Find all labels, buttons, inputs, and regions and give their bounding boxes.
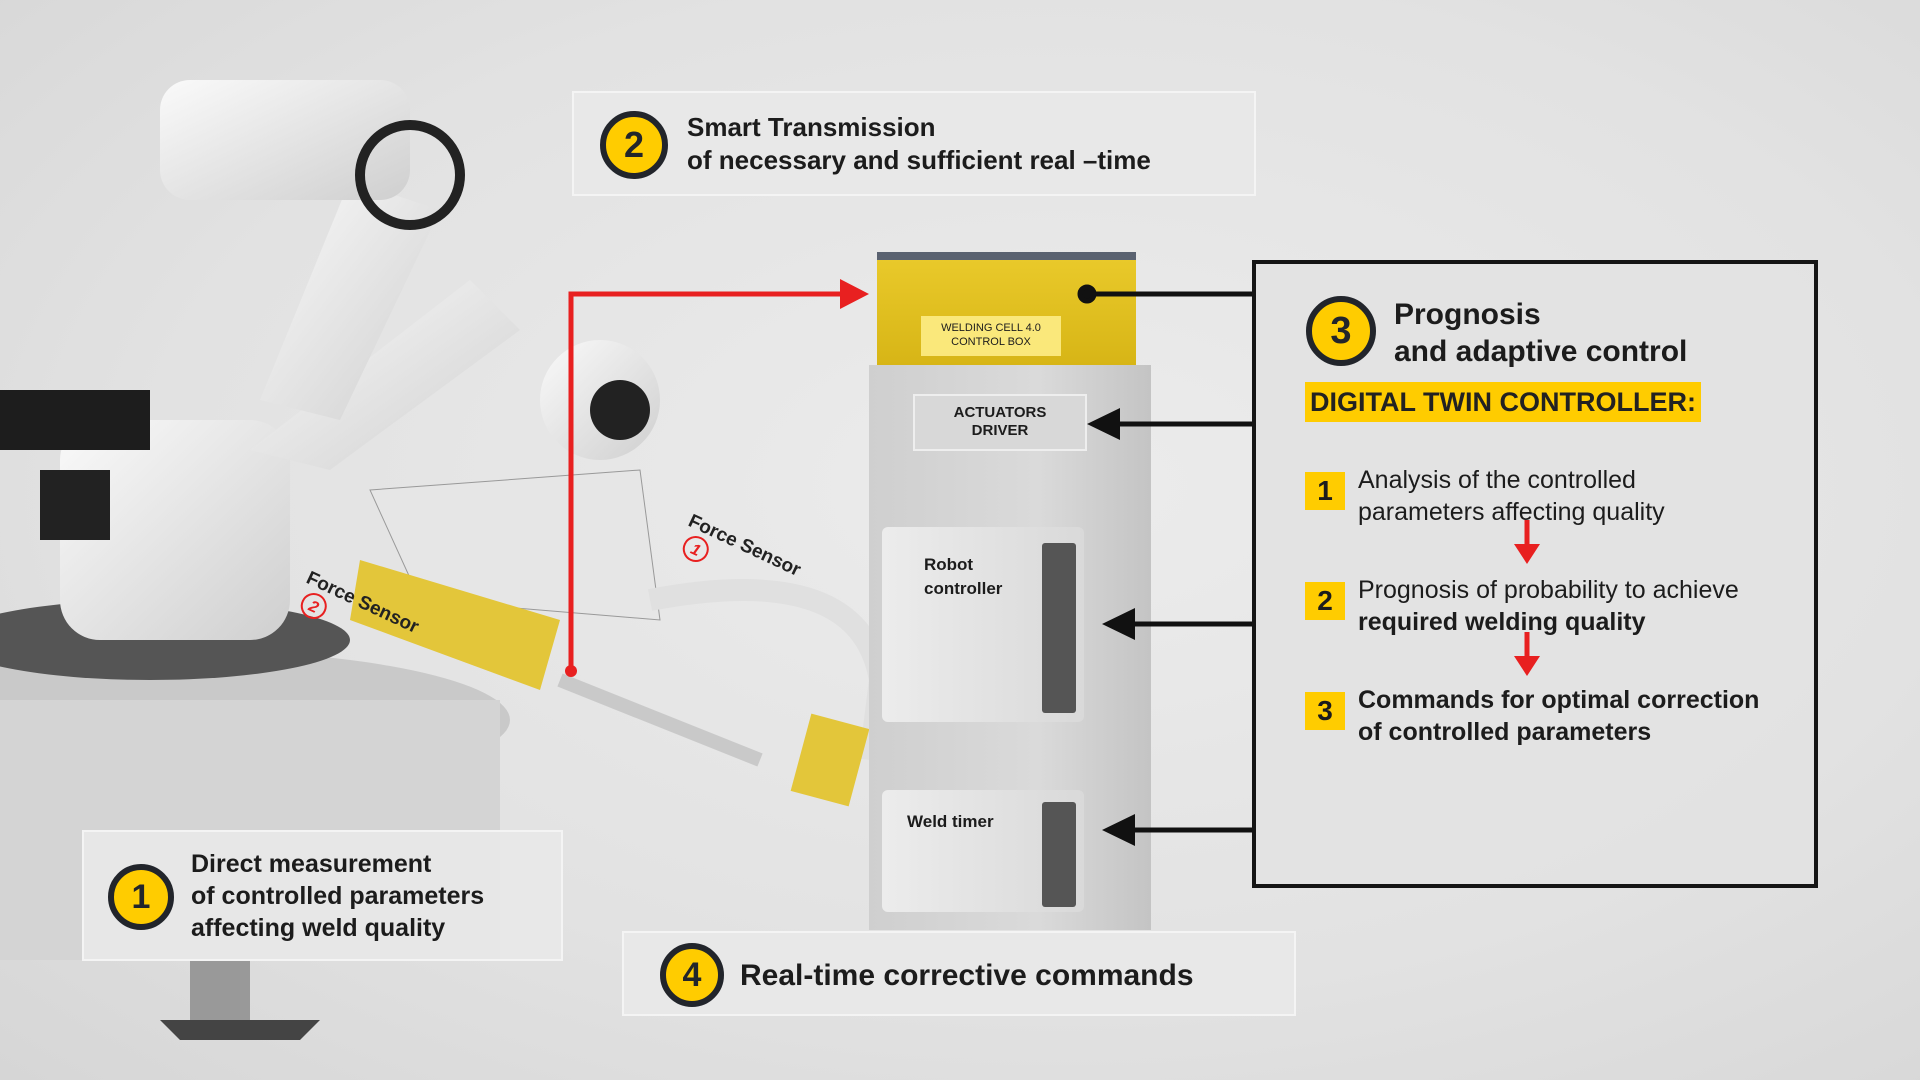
- step1-badge: 1: [108, 864, 174, 930]
- step4-panel: 4 Real-time corrective commands: [622, 931, 1296, 1016]
- step4-title: Real-time corrective commands: [740, 959, 1194, 992]
- digital-twin-banner: DIGITAL TWIN CONTROLLER:: [1305, 382, 1701, 422]
- down-arrow-icon: [1514, 520, 1540, 564]
- actuators-driver: ACTUATORS DRIVER: [913, 394, 1087, 451]
- control-box-label: WELDING CELL 4.0 CONTROL BOX: [921, 316, 1061, 356]
- robot-controller: Robot controller: [882, 527, 1084, 722]
- down-arrow-icon: [1514, 632, 1540, 676]
- item1-badge: 1: [1305, 472, 1345, 510]
- red-transmission-arrow: [565, 279, 869, 677]
- black-command-arrows: [1077, 284, 1256, 846]
- control-box: WELDING CELL 4.0 CONTROL BOX: [877, 252, 1136, 365]
- step4-badge: 4: [660, 943, 724, 1007]
- weld-timer: Weld timer: [882, 790, 1084, 912]
- item2-badge: 2: [1305, 582, 1345, 620]
- item3-badge: 3: [1305, 692, 1345, 730]
- step3-badge: 3: [1306, 296, 1376, 366]
- step2-badge: 2: [600, 111, 668, 179]
